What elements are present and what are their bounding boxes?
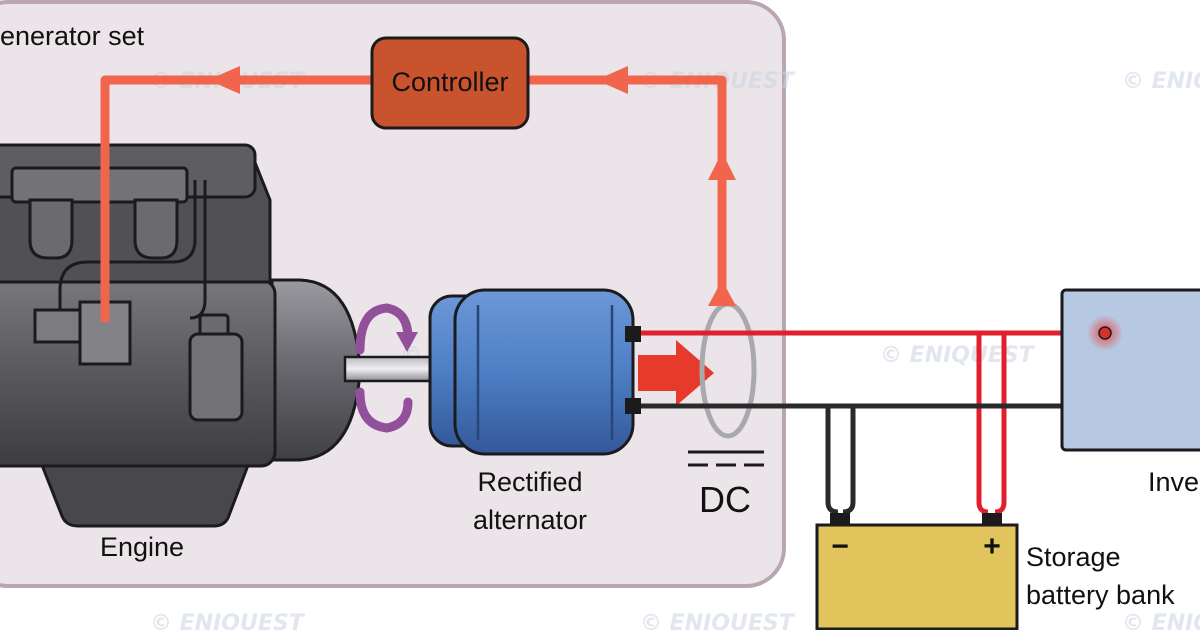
rotation-arrowhead-icon xyxy=(396,332,418,352)
inverter-led-icon xyxy=(1098,326,1112,340)
svg-text:© ENIQUEST: © ENIQUEST xyxy=(640,611,796,630)
inverter-box xyxy=(1060,288,1200,452)
battery-minus-label: − xyxy=(831,530,849,563)
signal-arrowhead-icon xyxy=(208,66,240,94)
inverter-label: Inve xyxy=(1148,467,1199,497)
engine-label: Engine xyxy=(100,532,184,562)
rectified-alternator xyxy=(428,288,641,456)
signal-arrowhead-icon xyxy=(708,280,736,306)
negative-wire xyxy=(641,403,1062,515)
svg-text:© ENIQUEST: © ENIQUEST xyxy=(150,611,306,630)
generator-set-label: enerator set xyxy=(0,21,145,51)
battery-label-line1: Storage xyxy=(1026,542,1121,572)
dc-symbol-icon xyxy=(688,450,764,467)
alternator-label-line2: alternator xyxy=(473,505,587,535)
signal-arrowhead-icon xyxy=(708,152,736,180)
storage-battery xyxy=(815,513,1019,630)
controller-box xyxy=(370,36,530,130)
drive-shaft xyxy=(343,355,437,383)
svg-text:© ENIQUEST: © ENIQUEST xyxy=(1122,69,1200,94)
battery-label-line2: battery bank xyxy=(1026,580,1175,610)
dc-label: DC xyxy=(699,479,751,520)
alternator-label-line1: Rectified xyxy=(477,467,582,497)
power-flow-arrow xyxy=(638,340,714,406)
rotation-arrows xyxy=(355,303,413,433)
controller-label: Controller xyxy=(391,67,508,97)
control-signal-path xyxy=(100,66,736,322)
engine xyxy=(0,143,362,528)
battery-plus-label: + xyxy=(983,530,1001,563)
svg-text:© ENIQUEST: © ENIQUEST xyxy=(880,343,1036,368)
svg-text:© ENIQUEST: © ENIQUEST xyxy=(1122,611,1200,630)
positive-wire xyxy=(641,330,1062,515)
signal-arrowhead-icon xyxy=(596,66,628,94)
